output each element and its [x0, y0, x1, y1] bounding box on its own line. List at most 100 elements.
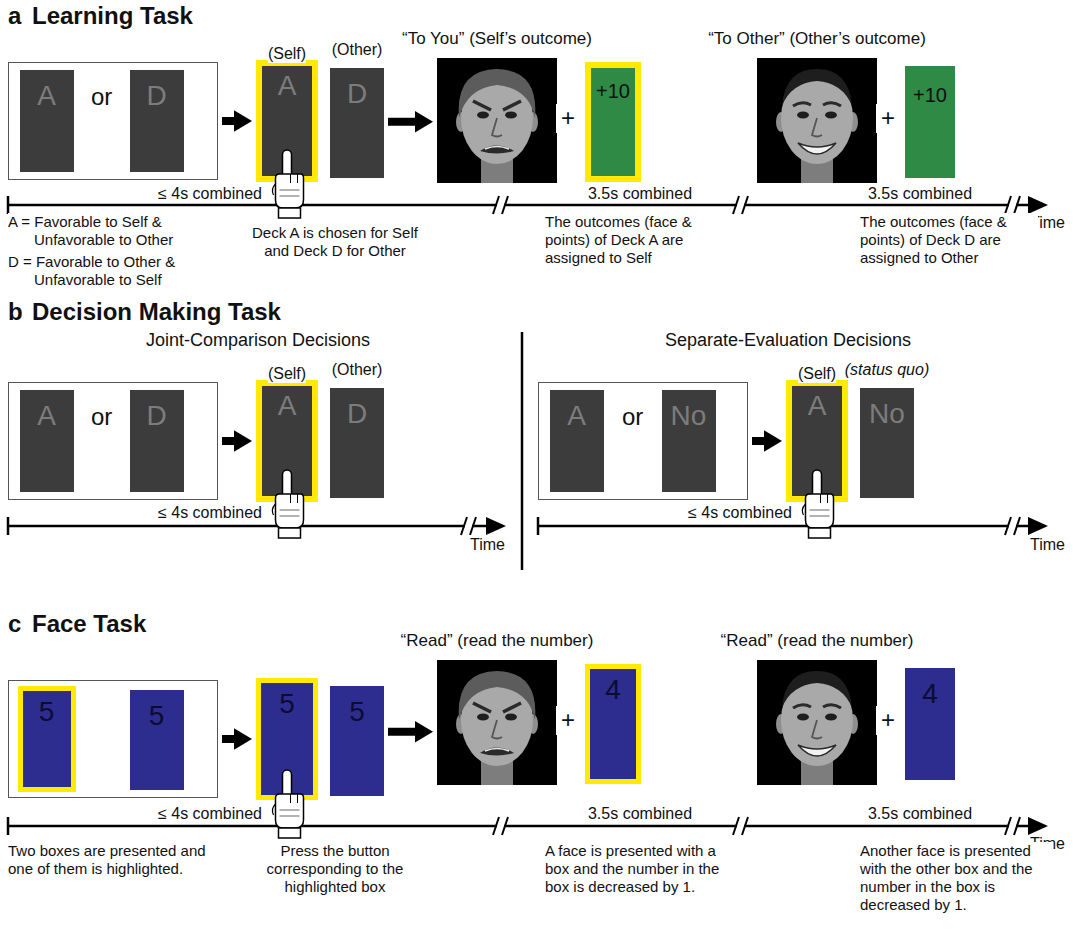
- flow-arrow: [752, 437, 764, 445]
- face-nose: [492, 720, 502, 739]
- axis-label: Time: [470, 535, 505, 554]
- step-note: Two boxes are presented and one of them …: [8, 842, 208, 878]
- box-heading: “To Other” (Other’s outcome): [708, 29, 926, 49]
- face-drawing: [757, 660, 877, 785]
- face-brow: [793, 705, 811, 708]
- face-eye: [797, 112, 809, 119]
- step-note: Another face is presented with the other…: [860, 842, 1052, 914]
- time-label: ≤ 4s combined: [132, 184, 262, 203]
- face-picture: “Read” (read the number): [437, 660, 557, 785]
- choice-frame: or A D: [8, 382, 218, 500]
- face-drawing: [437, 660, 557, 785]
- time-label: 3.5s combined: [560, 804, 720, 823]
- face-brow: [473, 703, 491, 712]
- panel-title: Decision Making Task: [32, 298, 281, 327]
- highlighted-number-box: 5: [18, 686, 76, 792]
- face-brow: [503, 703, 521, 712]
- timeline-b-right: [538, 515, 1048, 537]
- or-word: or: [91, 83, 112, 111]
- box-label: D: [146, 80, 166, 112]
- highlighted-number-box: 4: [585, 664, 641, 784]
- box-label: D: [347, 78, 367, 110]
- time-axis: [538, 525, 1030, 528]
- face-picture: “To You” (Self’s outcome): [437, 58, 557, 183]
- step-note: The outcomes (face & points) of Deck D a…: [860, 213, 1038, 267]
- deck-card: A: [20, 390, 74, 492]
- pointing-hand: [272, 150, 303, 218]
- time-break: [733, 815, 748, 837]
- flow-arrow: [222, 437, 234, 445]
- time-label: ≤ 4s combined: [132, 503, 262, 522]
- box-label: 4: [922, 678, 938, 710]
- face-picture: “Read” (read the number): [757, 660, 877, 785]
- box-heading: (Other): [332, 361, 383, 379]
- time-label: ≤ 4s combined: [132, 804, 262, 823]
- deck-card: (Other)D: [330, 388, 384, 498]
- time-label: 3.5s combined: [840, 184, 1000, 203]
- pointing-hand: [272, 770, 303, 838]
- panel-title: Face Task: [32, 610, 146, 639]
- box-label: 5: [349, 696, 365, 728]
- face-nose: [492, 118, 502, 137]
- box-label: A: [37, 400, 56, 432]
- face-mouth: [798, 745, 836, 756]
- number-box: 5: [330, 686, 384, 796]
- time-arrowhead: [1028, 196, 1048, 214]
- box-label: +10: [913, 84, 947, 107]
- box-label: 5: [149, 700, 165, 732]
- time-axis: [8, 525, 488, 528]
- time-break: [1005, 815, 1020, 837]
- choice-frame: or A D: [8, 62, 218, 180]
- box-label: No: [869, 398, 905, 430]
- flow-arrow: [222, 117, 234, 125]
- number-box: 5: [130, 690, 184, 790]
- deck-card: D: [130, 70, 184, 172]
- face-eye: [825, 112, 837, 119]
- face-drawing: [437, 58, 557, 183]
- face-brow: [793, 103, 811, 106]
- face-hair: [782, 69, 852, 106]
- box-label: D: [146, 400, 166, 432]
- deck-card: (status quo)No: [860, 388, 914, 498]
- time-axis: [8, 204, 1030, 207]
- box-heading: (status quo): [845, 361, 929, 379]
- time-break: [733, 194, 748, 216]
- time-break: [1005, 515, 1020, 537]
- panel-divider: [521, 332, 524, 570]
- time-arrowhead: [486, 517, 506, 535]
- time-axis: [8, 825, 1030, 828]
- time-tick: [537, 517, 540, 535]
- face-eye: [505, 714, 517, 721]
- deck-note: D = Favorable to Other & Unfavorable to …: [8, 253, 208, 289]
- sub-title: Separate-Evaluation Decisions: [538, 330, 1038, 352]
- face-nose: [812, 720, 822, 739]
- plus-sign: +: [556, 104, 580, 133]
- time-tick: [7, 517, 10, 535]
- face-mouth: [480, 748, 514, 756]
- face-teeth: [485, 749, 509, 752]
- box-heading: “Read” (read the number): [401, 631, 594, 651]
- box-label: A: [567, 400, 586, 432]
- time-break: [461, 515, 476, 537]
- plus-sign: +: [876, 104, 900, 133]
- or-word: or: [91, 403, 112, 431]
- choice-frame: orANo: [538, 382, 748, 500]
- time-label: ≤ 4s combined: [662, 503, 792, 522]
- number-box: 4: [905, 668, 955, 780]
- plus-sign: +: [556, 706, 580, 735]
- deck-card: (Other)D: [330, 68, 384, 178]
- or-word: or: [622, 403, 643, 431]
- plus-sign: +: [876, 706, 900, 735]
- box-label: 5: [279, 688, 295, 720]
- pointing-hand: [802, 470, 833, 538]
- flow-arrow: [222, 735, 234, 743]
- deck-card: A: [20, 70, 74, 172]
- points-box: +10: [905, 66, 955, 178]
- box-heading: (Other): [332, 41, 383, 59]
- choice-frame: 55: [8, 680, 218, 798]
- panel-letter: a: [8, 2, 21, 31]
- deck-card: A: [550, 390, 604, 492]
